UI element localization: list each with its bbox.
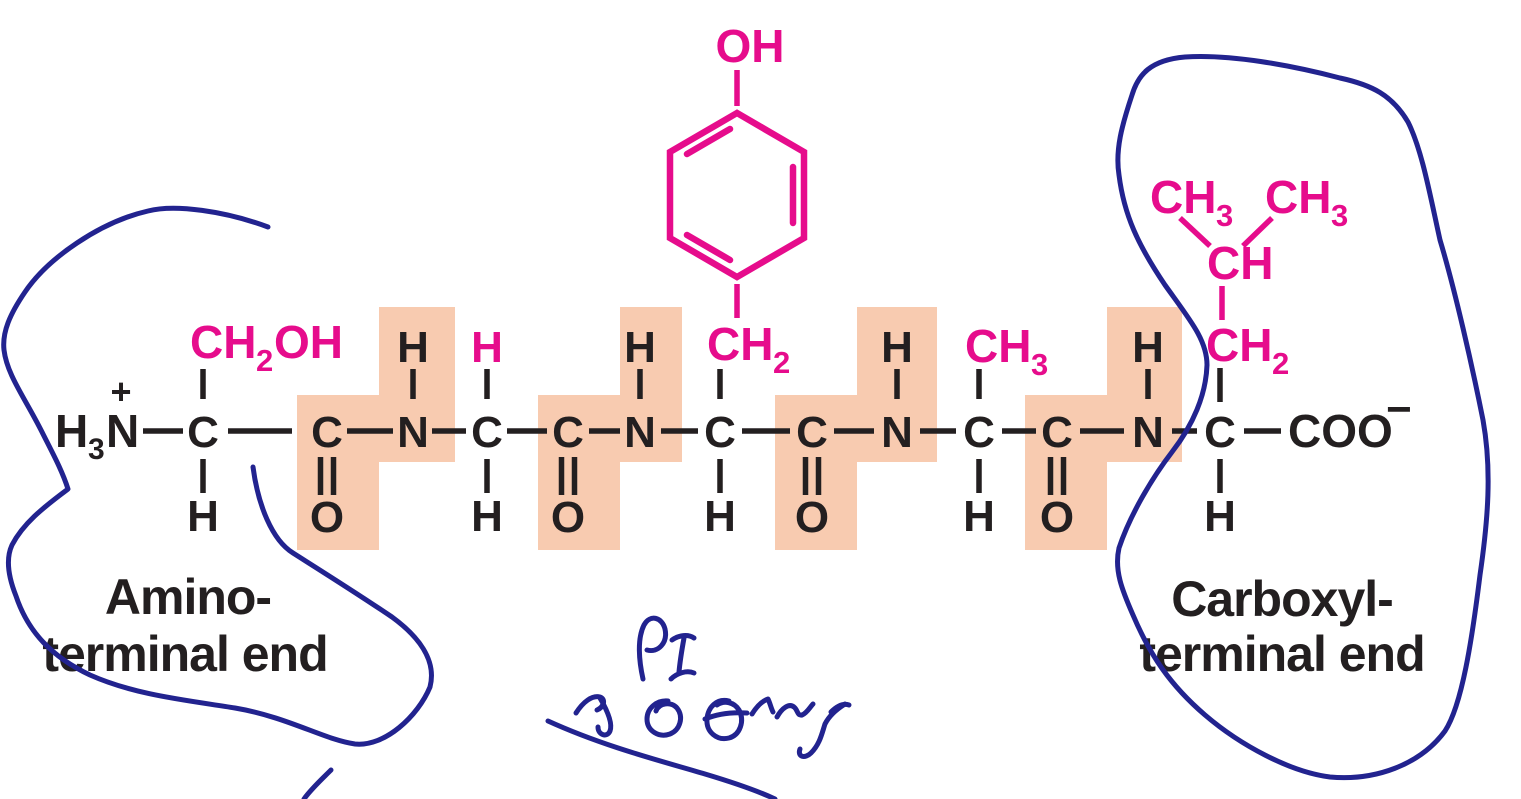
tyrosine-phenol-ring: [666, 109, 808, 281]
alpha-carbon-1: C: [187, 408, 219, 457]
alpha-carbon-4: C: [963, 408, 995, 457]
amide-n-2: N: [624, 408, 656, 457]
carbonyl-o-1: O: [310, 493, 344, 542]
serine-oh: OH: [274, 316, 343, 368]
amide-h-4: H: [1132, 323, 1164, 372]
highlight-2-right: [620, 307, 682, 462]
tyrosine-ch: CH: [707, 318, 773, 370]
terminal-labels: Amino- terminal end Carboxyl- terminal e…: [42, 569, 1425, 682]
alpha-h-3: H: [704, 492, 736, 541]
amide-h-3: H: [881, 323, 913, 372]
backbone-bonds: [143, 368, 1281, 495]
amide-n-1: N: [397, 408, 429, 457]
highlight-4-right: [1107, 307, 1182, 462]
highlight-2-left: [538, 395, 620, 550]
leucine-ch3-left: CH: [1150, 171, 1216, 223]
c-terminus-minus-charge: −: [1386, 385, 1412, 434]
carbonyl-c-3: C: [796, 408, 828, 457]
alpha-carbon-5: C: [1204, 408, 1236, 457]
amide-h-1: H: [397, 323, 429, 372]
handwritten-note-line: [573, 694, 852, 759]
left-circle-annotation: [1, 205, 434, 747]
alpha-h-4: H: [963, 492, 995, 541]
n-terminus-plus-charge: +: [110, 371, 131, 412]
n-terminus-sub3: 3: [88, 433, 105, 466]
pen-annotations: [1, 54, 1491, 799]
leucine-ch3-right: CH: [1265, 171, 1331, 223]
right-circle-annotation: [1114, 54, 1491, 781]
carbonyl-c-1: C: [311, 408, 343, 457]
alanine-ch-sub3: 3: [1031, 347, 1048, 382]
leucine-ch3-left-sub: 3: [1216, 198, 1233, 233]
leucine-ch: CH: [1207, 237, 1273, 289]
glycine-side-h: H: [471, 323, 503, 372]
highlight-1-right: [379, 307, 455, 462]
alpha-h-5: H: [1204, 492, 1236, 541]
carbonyl-o-2: O: [551, 493, 585, 542]
side-chain-labels: CH 2 OH H OH CH 2 CH 3 CH 2 CH CH 3 CH 3: [190, 20, 1348, 382]
backbone-atom-labels: H 3 N + C H C O N H C H C O N H C H C O …: [55, 323, 1412, 542]
n-terminus-H: H: [55, 405, 88, 457]
side-chain-bonds: [666, 70, 1274, 320]
serine-ch: CH: [190, 316, 256, 368]
alpha-h-2: H: [471, 492, 503, 541]
alanine-ch: CH: [965, 320, 1031, 372]
leucine-ch3-right-sub: 3: [1331, 198, 1348, 233]
carbonyl-c-4: C: [1041, 408, 1073, 457]
leucine-ch2-sub: 2: [1272, 346, 1289, 381]
stray-stroke: [301, 767, 334, 799]
highlight-1-left: [297, 395, 379, 550]
tyrosine-oh: OH: [716, 20, 785, 72]
leucine-ch2: CH: [1206, 319, 1272, 371]
handwritten-underline: [545, 718, 778, 799]
amide-n-3: N: [881, 408, 913, 457]
serine-ch-sub2: 2: [256, 343, 273, 378]
carbonyl-o-3: O: [795, 493, 829, 542]
carbonyl-o-4: O: [1040, 493, 1074, 542]
tyrosine-ch-sub2: 2: [773, 345, 790, 380]
c-terminus-COO: COO: [1288, 405, 1393, 457]
amino-terminal-label-line1: Amino-: [105, 569, 271, 625]
amide-h-2: H: [624, 323, 656, 372]
carboxyl-terminal-label-line2: terminal end: [1139, 626, 1424, 682]
amide-n-4: N: [1132, 408, 1164, 457]
handwritten-note-pi: [636, 615, 697, 682]
carbonyl-c-2: C: [552, 408, 584, 457]
alpha-carbon-2: C: [471, 408, 503, 457]
alpha-carbon-3: C: [704, 408, 736, 457]
n-terminus-N: N: [106, 405, 139, 457]
carboxyl-terminal-label-line1: Carboxyl-: [1171, 571, 1393, 627]
alpha-h-1: H: [187, 492, 219, 541]
